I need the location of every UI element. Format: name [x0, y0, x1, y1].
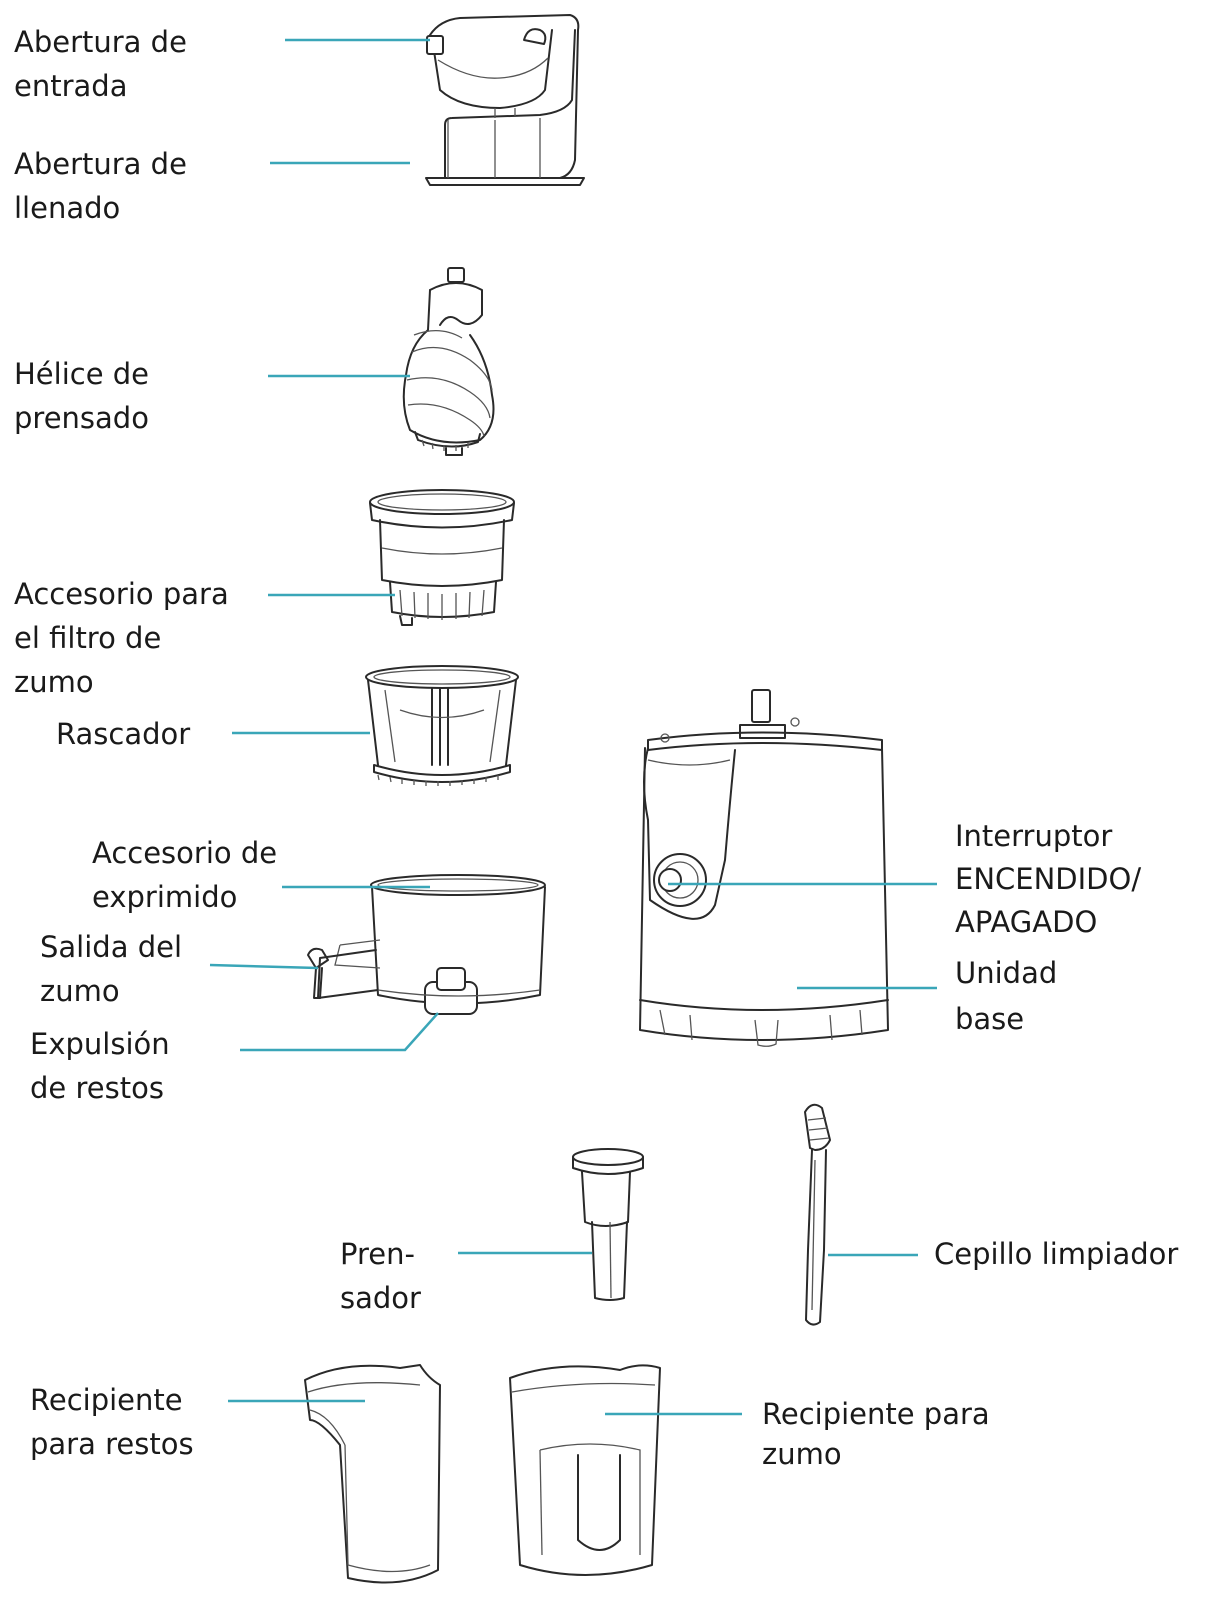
leader-pulp-ejection: [240, 1012, 439, 1052]
base-unit-drawing: [639, 689, 889, 1047]
juice-filter-drawing: [369, 489, 515, 626]
label-scraper: Rascador: [56, 717, 191, 751]
label-juice-outlet: Salida del zumo: [40, 930, 182, 1008]
cleaning-brush-drawing: [804, 1103, 831, 1326]
pulp-container-drawing: [304, 1364, 441, 1584]
label-squeezing-attachment: Accesorio de exprimido: [92, 836, 278, 914]
label-base-unit: Unidad base: [955, 956, 1058, 1036]
label-pressing-screw: Hélice de prensado: [14, 357, 150, 435]
leader-lines: [209, 38, 937, 1416]
label-filling-opening: Abertura de llenado: [14, 147, 187, 225]
hopper-lid-drawing: [425, 14, 585, 186]
scraper-drawing: [365, 665, 519, 786]
label-pulp-ejection: Expulsión de restos: [30, 1027, 170, 1105]
label-pulp-container: Recipiente para restos: [30, 1383, 194, 1461]
label-cleaning-brush: Cepillo limpiador: [934, 1237, 1179, 1271]
label-power-switch: Interruptor ENCENDIDO/ APAGADO: [955, 819, 1142, 939]
label-juice-container: Recipiente para zumo: [762, 1397, 990, 1471]
label-inlet-opening: Abertura de entrada: [14, 25, 187, 103]
leader-juice-outlet: [209, 963, 319, 970]
label-filter-attachment: Accesorio para el filtro de zumo: [14, 577, 229, 699]
label-pusher: Pren- sador: [340, 1237, 421, 1315]
juice-container-drawing: [509, 1364, 661, 1576]
juicing-chamber-drawing: [307, 874, 546, 1015]
pressing-screw-drawing: [402, 267, 495, 456]
pusher-drawing: [572, 1148, 644, 1301]
